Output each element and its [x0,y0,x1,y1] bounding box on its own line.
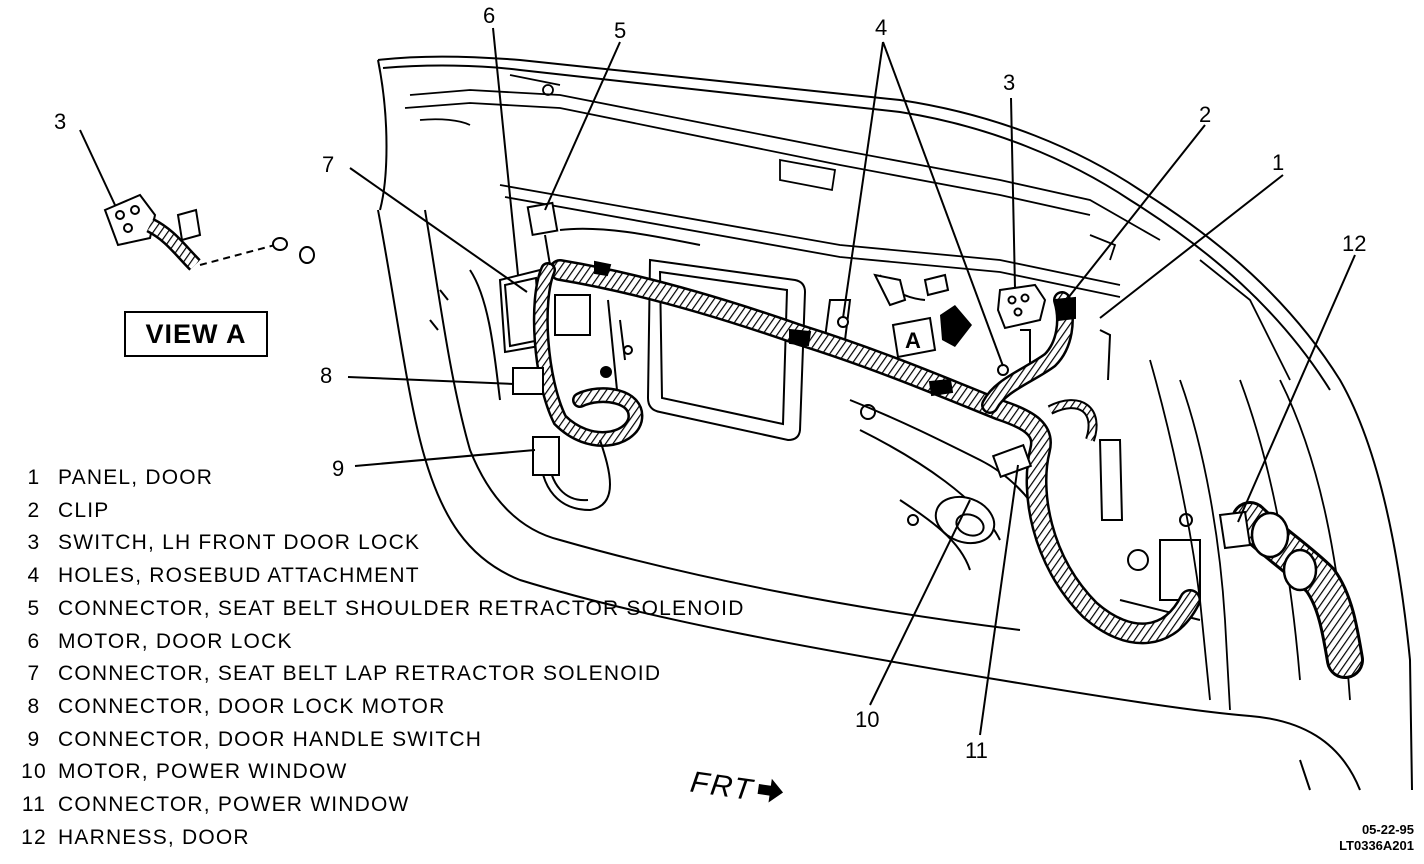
figure-code: LT0336A201 [1339,838,1414,853]
door-panel-outline [377,55,1413,791]
legend-item: 7 CONNECTOR, SEAT BELT LAP RETRACTOR SOLE… [10,658,745,691]
legend-item-number: 2 [27,498,41,522]
callout-10: 10 [855,707,880,732]
legend-item-text: MOTOR, POWER WINDOW [58,760,348,784]
legend-item-number: 4 [27,564,41,588]
legend-item-text: CONNECTOR, DOOR LOCK MOTOR [58,694,446,718]
legend-item: 12 HARNESS, DOOR [10,822,745,855]
legend-item-text: CLIP [58,498,110,522]
callout-1: 1 [1272,150,1285,175]
date-stamp: 05-22-95 [1361,822,1414,837]
callout-3-right: 3 [1003,70,1016,95]
legend-item-number: 12 [21,825,47,849]
callout-2: 2 [1199,102,1212,127]
front-direction-label: FRT [688,766,786,814]
callout-9: 9 [332,456,345,481]
callout-12: 12 [1342,231,1367,256]
legend-item-number: 9 [27,727,41,751]
callout-5: 5 [614,18,627,43]
beltline-rails [404,74,1161,298]
parts-legend: 1 PANEL, DOOR 2 CLIP 3 SWITCH, LH FRONT DOOR … [10,462,745,854]
view-a-label: VIEW A [124,311,268,357]
legend-item: 10 MOTOR, POWER WINDOW [10,756,745,789]
legend-item: 4 HOLES, ROSEBUD ATTACHMENT [10,560,745,593]
legend-item-number: 10 [21,760,47,784]
legend-item: 11 CONNECTOR, POWER WINDOW [10,789,745,822]
callout-leaders [79,27,1356,736]
callout-4: 4 [875,15,888,40]
legend-item-text: HARNESS, DOOR [58,825,250,849]
view-a-marker-letter: A [905,328,921,353]
legend-item: 2 CLIP [10,495,745,528]
view-a-marker [891,305,972,359]
legend-item-number: 3 [27,531,41,555]
legend-item: 1 PANEL, DOOR [10,462,745,495]
legend-item-number: 8 [27,694,41,718]
legend-item: 9 CONNECTOR, DOOR HANDLE SWITCH [10,724,745,757]
legend-item-text: CONNECTOR, SEAT BELT LAP RETRACTOR SOLEN… [58,662,662,686]
callout-11: 11 [965,738,988,763]
door-edge-lines [1149,259,1351,711]
callout-6: 6 [483,3,496,28]
power-window-motor [934,495,996,545]
callout-7: 7 [322,152,335,177]
legend-item-text: MOTOR, DOOR LOCK [58,629,293,653]
legend-item-text: SWITCH, LH FRONT DOOR LOCK [58,531,421,555]
legend-item-text: CONNECTOR, DOOR HANDLE SWITCH [58,727,483,751]
legend-item-number: 1 [27,466,41,489]
legend-item: 8 CONNECTOR, DOOR LOCK MOTOR [10,691,745,724]
callout-3-left: 3 [54,109,67,134]
legend-item-number: 5 [27,596,41,620]
legend-item-text: HOLES, ROSEBUD ATTACHMENT [58,564,420,588]
view-a-switch [103,193,315,271]
legend-item-text: CONNECTOR, SEAT BELT SHOULDER RETRACTOR … [58,596,745,620]
legend-item: 5 CONNECTOR, SEAT BELT SHOULDER RETRACTOR… [10,593,745,626]
legend-item-number: 7 [27,662,41,686]
legend-item: 3 SWITCH, LH FRONT DOOR LOCK [10,527,745,560]
legend-item-number: 11 [21,793,47,817]
legend-item-text: CONNECTOR, POWER WINDOW [58,793,410,817]
callout-8: 8 [320,363,333,388]
legend-item-text: PANEL, DOOR [58,466,214,489]
legend-item-number: 6 [27,629,41,653]
front-arrow-icon [753,776,785,814]
legend-item: 6 MOTOR, DOOR LOCK [10,626,745,659]
door-harness [532,259,1364,679]
